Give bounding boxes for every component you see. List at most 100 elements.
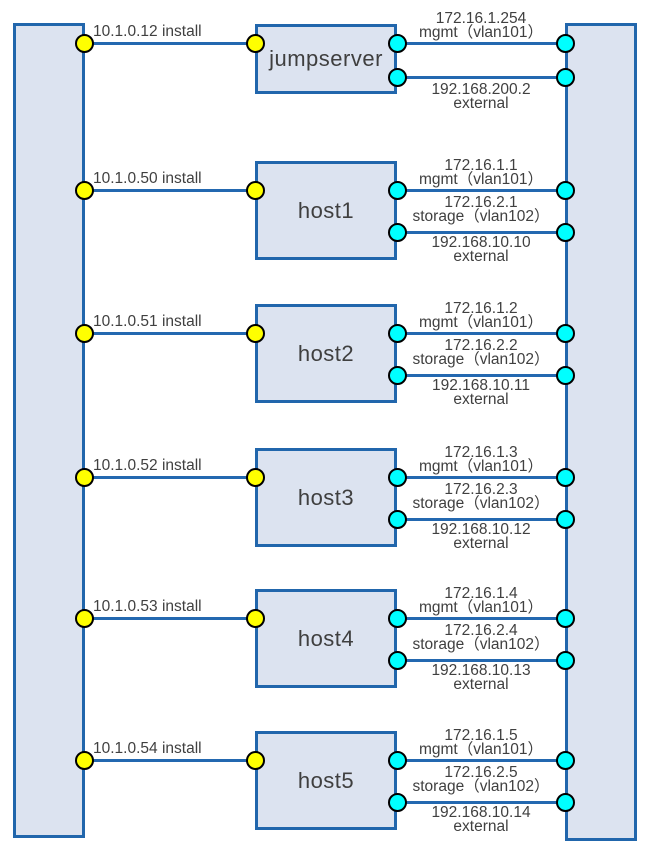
storage-network-name: storage（vlan102） (412, 635, 550, 653)
install-link-line (85, 331, 257, 335)
left-install-network-bar (13, 23, 85, 838)
install-port (245, 608, 265, 628)
mgmt-ip: 172.16.1.254 (435, 10, 527, 27)
storage-network-name: storage（vlan102） (412, 777, 550, 795)
external-ip: 192.168.10.14 (431, 804, 531, 821)
external-label: 192.168.10.10 external (397, 235, 565, 265)
storage-external-port (387, 509, 407, 529)
node-name: host4 (297, 625, 355, 651)
install-port (74, 33, 94, 53)
storage-label: 172.16.2.1 storage（vlan102） (397, 194, 565, 225)
install-port (74, 467, 94, 487)
install-port (74, 323, 94, 343)
mgmt-port (387, 608, 407, 628)
storage-external-link-line (397, 230, 567, 234)
install-link-line (85, 188, 257, 192)
mgmt-port (555, 750, 575, 770)
install-port (245, 467, 265, 487)
storage-external-port (387, 650, 407, 670)
external-network-name: external (453, 390, 509, 408)
install-label: 10.1.0.12 install (93, 23, 202, 40)
mgmt-label: 172.16.1.5 mgmt（vlan101） (397, 727, 565, 756)
install-port (74, 180, 94, 200)
install-label: 10.1.0.51 install (93, 313, 202, 330)
node-box-host4: host4 (255, 589, 397, 688)
install-port (245, 180, 265, 200)
install-link-line (85, 616, 257, 620)
node-name: host2 (297, 340, 355, 366)
mgmt-label: 172.16.1.4 mgmt（vlan101） (397, 585, 565, 614)
node-box-host3: host3 (255, 448, 397, 547)
storage-external-port (555, 792, 575, 812)
node-name: host3 (297, 484, 355, 510)
mgmt-port (555, 180, 575, 200)
install-label: 10.1.0.53 install (93, 598, 202, 615)
mgmt-port (387, 33, 407, 53)
install-port (245, 323, 265, 343)
mgmt-port (387, 323, 407, 343)
install-label: 10.1.0.50 install (93, 170, 202, 187)
install-port (245, 33, 265, 53)
mgmt-ip: 172.16.1.4 (444, 585, 518, 602)
external-ip: 192.168.200.2 (431, 81, 531, 98)
node-box-host5: host5 (255, 731, 397, 830)
external-network-name: external (453, 817, 509, 835)
mgmt-network-name: mgmt（vlan101） (418, 457, 544, 475)
mgmt-ip: 172.16.1.2 (444, 300, 518, 317)
install-link-line (85, 475, 257, 479)
mgmt-port (387, 467, 407, 487)
storage-external-link-line (397, 517, 567, 521)
external-link-line (397, 75, 567, 79)
external-ip: 192.168.10.13 (431, 662, 531, 679)
storage-ip: 172.16.2.1 (444, 194, 518, 211)
install-label: 10.1.0.54 install (93, 740, 202, 757)
external-ip: 192.168.10.12 (431, 521, 531, 538)
storage-label: 172.16.2.3 storage（vlan102） (397, 481, 565, 510)
mgmt-ip: 172.16.1.3 (444, 444, 518, 461)
install-link-line (85, 758, 257, 762)
storage-label: 172.16.2.5 storage（vlan102） (397, 764, 565, 795)
storage-ip: 172.16.2.5 (444, 764, 518, 781)
storage-ip: 172.16.2.4 (444, 622, 518, 639)
node-box-jumpserver: jumpserver (255, 24, 397, 94)
storage-external-port (387, 222, 407, 242)
storage-network-name: storage（vlan102） (412, 207, 550, 225)
storage-external-link-line (397, 800, 567, 804)
mgmt-link-line (397, 188, 567, 192)
node-box-host2: host2 (255, 304, 397, 403)
external-network-name: external (453, 534, 509, 552)
storage-external-port (387, 365, 407, 385)
external-network-name: external (453, 247, 509, 265)
node-name: jumpserver (269, 46, 383, 71)
storage-external-port (555, 365, 575, 385)
storage-external-port (555, 222, 575, 242)
external-label: 192.168.10.14 external (397, 804, 565, 835)
mgmt-link-line (397, 331, 567, 335)
external-label: 192.168.10.11 external (397, 377, 565, 408)
node-name: host5 (297, 767, 355, 793)
storage-external-port (387, 792, 407, 812)
mgmt-network-name: mgmt（vlan101） (418, 313, 544, 331)
storage-external-port (555, 509, 575, 529)
storage-ip: 172.16.2.3 (444, 481, 518, 498)
mgmt-link-line (397, 616, 567, 620)
mgmt-network-name: mgmt（vlan101） (418, 170, 544, 188)
install-label: 10.1.0.52 install (93, 457, 202, 474)
mgmt-port (555, 33, 575, 53)
external-network-name: external (453, 675, 509, 693)
install-port (74, 608, 94, 628)
storage-label: 172.16.2.2 storage（vlan102） (397, 337, 565, 368)
external-label: 192.168.10.12 external (397, 521, 565, 552)
storage-external-link-line (397, 658, 567, 662)
right-network-bar (565, 23, 637, 841)
storage-ip: 172.16.2.2 (444, 337, 518, 354)
mgmt-ip: 172.16.1.1 (444, 157, 518, 174)
mgmt-link-line (397, 41, 567, 45)
external-ip: 192.168.10.11 (432, 377, 530, 394)
mgmt-link-line (397, 758, 567, 762)
mgmt-ip: 172.16.1.5 (444, 727, 518, 744)
storage-network-name: storage（vlan102） (412, 350, 550, 368)
external-label: 192.168.200.2 external (397, 81, 565, 112)
mgmt-port (387, 750, 407, 770)
external-network-name: external (453, 94, 509, 112)
